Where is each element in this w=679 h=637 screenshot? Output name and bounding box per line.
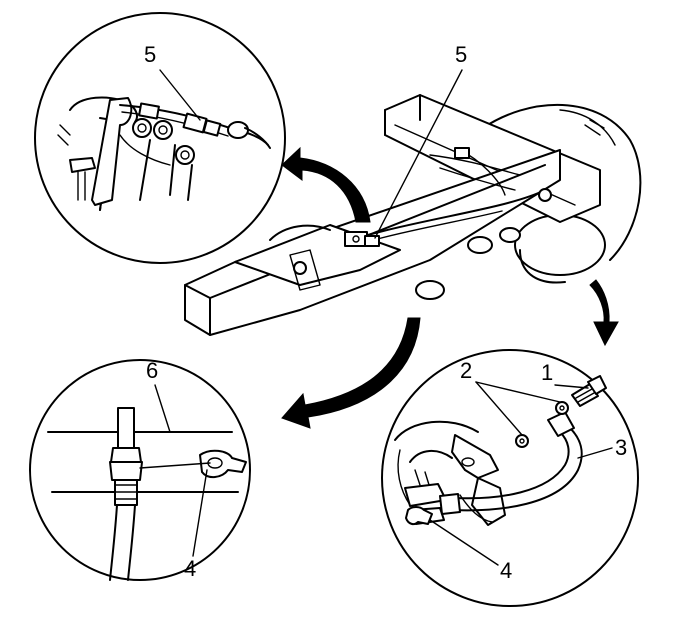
leader-3 [577, 447, 613, 459]
arrow-to-bottom-right-detail [589, 279, 619, 347]
label-4-bottom-right: 4 [500, 558, 512, 583]
leader-4-bottom-left [192, 469, 208, 557]
detail-circle-bottom-right [381, 349, 639, 607]
label-2: 2 [460, 358, 472, 383]
leader-2b [475, 381, 561, 403]
leader-1 [554, 384, 589, 389]
label-3: 3 [615, 435, 627, 460]
label-6: 6 [146, 358, 158, 383]
detail-circle-bottom-left [29, 359, 251, 581]
detail-circle-top-left [34, 12, 286, 264]
leader-6 [154, 384, 171, 433]
leader-4-bottom-right [429, 519, 499, 566]
label-1: 1 [541, 360, 553, 385]
leader-4-bottom-left-b [139, 462, 211, 469]
label-5-center: 5 [455, 42, 467, 67]
leader-5-top-left [159, 69, 201, 121]
chassis-frame-illustration [184, 94, 642, 336]
label-5-top-left: 5 [144, 42, 156, 67]
leader-2a [475, 381, 523, 436]
label-4-bottom-left: 4 [184, 556, 196, 581]
leader-5-center [374, 69, 463, 239]
arrow-to-bottom-left-detail [281, 317, 421, 429]
arrow-to-top-left-detail [281, 146, 371, 223]
